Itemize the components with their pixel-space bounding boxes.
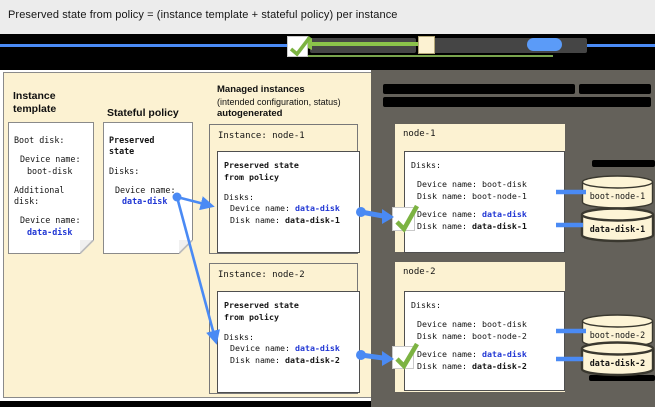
disk-cylinder-data-disk-1: data-disk-1	[580, 207, 655, 243]
vm-name: node-1	[403, 129, 436, 139]
device-name-label: Device name:	[417, 318, 477, 329]
device-name-value: data-disk	[294, 343, 340, 354]
vm-panel-heading-redacted	[383, 97, 651, 107]
device-name-label: Device name:	[115, 184, 176, 195]
preserved-state-box-node-2: Preserved state from policy Disks: Devic…	[217, 291, 360, 393]
disks-label: Disks:	[411, 300, 441, 310]
disk-name-label: Disk name:	[417, 361, 467, 372]
stateful-policy-label: Stateful policy	[107, 107, 179, 119]
disks-label: Disks:	[224, 191, 254, 202]
device-name-value: boot-disk	[481, 178, 527, 189]
device-name-label: Device name:	[417, 349, 477, 360]
preserved-state-line-2: from policy	[224, 171, 279, 182]
instance-template-label: Instance template	[13, 90, 57, 115]
disk-name-value: data-disk-1	[471, 221, 527, 232]
disk-cylinder-data-disk-2: data-disk-2	[580, 341, 655, 377]
disk-row: Disk name: data-disk-2	[224, 355, 359, 367]
device-name-label: Device name:	[20, 215, 81, 226]
green-line	[290, 55, 553, 57]
check-square-node-2	[392, 346, 414, 369]
preserved-state-heading: Preserved	[109, 135, 155, 145]
vm-panel-heading-redacted	[383, 84, 575, 94]
heading-line-3: autogenerated	[217, 108, 283, 119]
preserved-state-line: Preserved state	[224, 160, 299, 170]
managed-instances-heading: Managed instances (intended configuratio…	[217, 84, 373, 120]
preserved-state-line: Preserved state	[224, 300, 299, 310]
boot-disk-value: boot-disk	[27, 165, 73, 176]
vm-panel-heading-redacted	[579, 84, 651, 94]
vm-disks-box-node-2: Disks: Device name: boot-disk Disk name:…	[404, 291, 565, 391]
disk-label: data-disk-2	[590, 358, 645, 368]
device-name-value: data-disk	[481, 209, 527, 220]
legend-label-bar	[433, 38, 587, 53]
disk-row: Disk name: data-disk-1	[411, 221, 564, 233]
disk-row: Disk name: data-disk-2	[411, 361, 564, 373]
blue-pill-icon	[527, 38, 562, 51]
disk-label: boot-node-2	[590, 330, 645, 340]
preserved-state-box-node-1: Preserved state from policy Disks: Devic…	[217, 151, 360, 253]
vm-disks-box-node-1: Disks: Device name: boot-disk Disk name:…	[404, 151, 565, 253]
device-row: Device name: data-disk	[224, 203, 359, 215]
data-disk-value: data-disk	[27, 226, 73, 237]
disk-name-value: boot-node-2	[471, 330, 527, 341]
check-square-icon	[287, 36, 308, 57]
disk-name-label: Disk name:	[230, 355, 280, 366]
disks-label: Disks:	[109, 165, 140, 176]
disk-label: data-disk-1	[590, 224, 645, 234]
device-name-label: Device name:	[20, 154, 81, 165]
instance-title: Instance: node-2	[218, 270, 305, 280]
disk-name-label: Disk name:	[417, 190, 467, 201]
device-row: Device name: boot-disk	[411, 179, 564, 191]
disk-name-value: data-disk-2	[284, 355, 340, 366]
device-name-value: boot-disk	[481, 318, 527, 329]
device-row: Device name: data-disk	[411, 349, 564, 361]
legend-band	[0, 34, 655, 70]
heading-line-1: Managed instances	[217, 84, 305, 95]
disk-label: boot-node-1	[590, 191, 645, 201]
stateful-policy-doc: Preserved state Disks: Device name: data…	[103, 122, 193, 254]
additional-disk-heading: Additional	[14, 184, 65, 195]
bottom-black-strip	[0, 401, 371, 407]
disk-name-value: boot-node-1	[471, 190, 527, 201]
preserved-state-line-2: from policy	[224, 311, 279, 322]
beige-swatch-icon	[418, 36, 435, 54]
green-arrow-icon	[312, 42, 418, 46]
disk-cylinder-boot-node-1: boot-node-1	[581, 175, 654, 209]
check-square-node-1	[392, 207, 415, 231]
device-row: Device name: boot-disk	[411, 319, 564, 331]
disk-label-redacted	[592, 160, 655, 167]
disk-name-label: Disk name:	[417, 221, 467, 232]
device-row: Device name: data-disk	[411, 209, 564, 221]
device-name-label: Device name:	[417, 178, 477, 189]
device-name-value: data-disk	[481, 349, 527, 360]
disk-name-value: data-disk-1	[284, 215, 340, 226]
device-name-label: Device name:	[230, 203, 290, 214]
data-disk-value: data-disk	[122, 196, 168, 207]
disks-label: Disks:	[411, 160, 441, 170]
device-row: Device name: data-disk	[224, 343, 359, 355]
heading-line-2: (intended configuration, status)	[217, 97, 341, 107]
title-strip: Preserved state from policy = (instance …	[0, 0, 655, 34]
blue-link-line-left	[0, 44, 287, 47]
instance-title: Instance: node-1	[218, 131, 305, 141]
device-name-label: Device name:	[230, 343, 290, 354]
disk-name-label: Disk name:	[417, 330, 467, 341]
disk-name-value: data-disk-2	[471, 361, 527, 372]
instance-template-doc: Boot disk: Device name: boot-disk Additi…	[8, 122, 94, 254]
device-name-label: Device name:	[417, 209, 477, 220]
blue-link-line-right	[558, 44, 655, 47]
disks-label: Disks:	[224, 331, 254, 342]
disk-row: Disk name: boot-node-2	[411, 331, 564, 343]
preserved-state-heading-2: state	[109, 146, 135, 157]
device-name-value: data-disk	[294, 203, 340, 214]
disk-name-label: Disk name:	[230, 215, 280, 226]
disk-row: Disk name: data-disk-1	[224, 215, 359, 227]
vm-name: node-2	[403, 267, 436, 277]
additional-disk-heading-2: disk:	[14, 196, 40, 207]
diagram-title: Preserved state from policy = (instance …	[8, 9, 398, 21]
disk-row: Disk name: boot-node-1	[411, 191, 564, 203]
disk-cylinder-boot-node-2: boot-node-2	[581, 314, 654, 348]
boot-disk-heading: Boot disk:	[14, 135, 65, 145]
disk-label-redacted	[589, 375, 655, 381]
